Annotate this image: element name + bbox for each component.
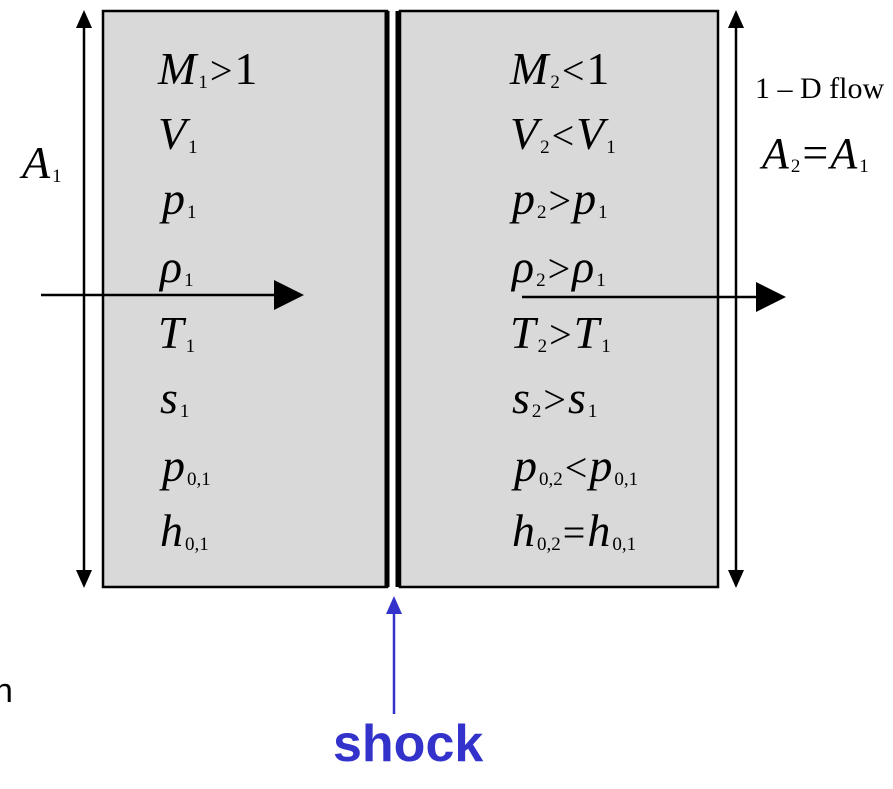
cropped-edge-text: n: [0, 672, 13, 710]
flow-type-label: 1 – D flow: [755, 72, 885, 105]
shock-label: shock: [333, 715, 484, 773]
left-area-arrow-head-bottom: [76, 570, 92, 588]
outflow-arrow-head: [756, 282, 786, 312]
upstream-region: [101, 9, 389, 589]
inflow-arrow-head: [274, 280, 304, 310]
left-area-arrow-head-top: [76, 10, 92, 28]
right-area-arrow-head-bottom: [728, 570, 744, 588]
downstream-region: [398, 9, 720, 589]
right-area-arrow-head-top: [728, 10, 744, 28]
shock-pointer-head: [386, 596, 402, 614]
